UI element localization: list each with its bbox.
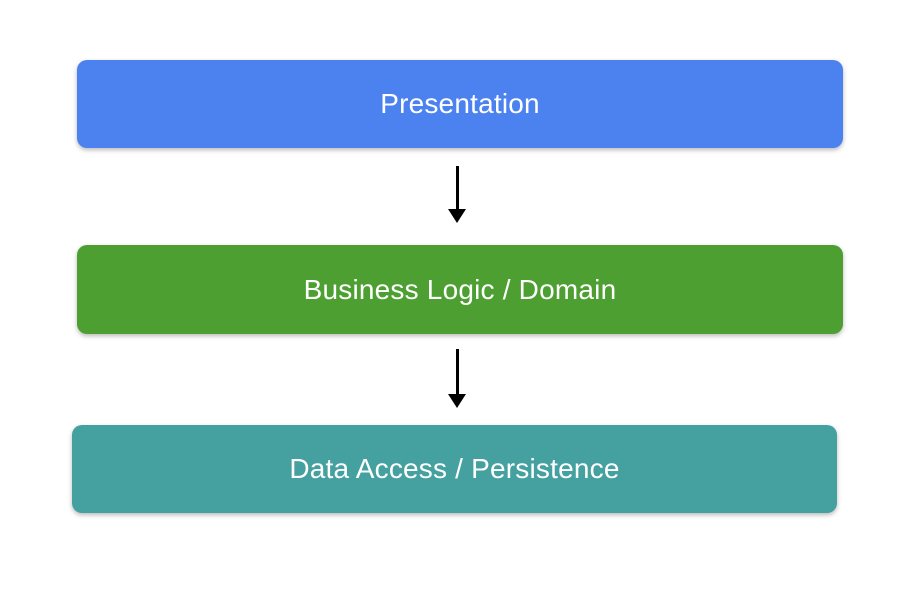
layer-label-data-access: Data Access / Persistence xyxy=(289,453,620,484)
arrow-shaft xyxy=(455,349,459,394)
layer-label-business-logic: Business Logic / Domain xyxy=(303,273,617,305)
down-arrow-connector-2 xyxy=(448,349,466,408)
layer-box-data-access: Data Access / Persistence xyxy=(72,425,837,513)
arrow-down-icon xyxy=(448,394,466,408)
layer-box-presentation: Presentation xyxy=(77,60,843,148)
layer-label-presentation: Presentation xyxy=(380,88,540,119)
down-arrow-connector-1 xyxy=(448,166,466,223)
arrow-shaft xyxy=(455,166,459,209)
layer-box-business-logic: Business Logic / Domain xyxy=(77,245,843,334)
arrow-down-icon xyxy=(448,209,466,223)
